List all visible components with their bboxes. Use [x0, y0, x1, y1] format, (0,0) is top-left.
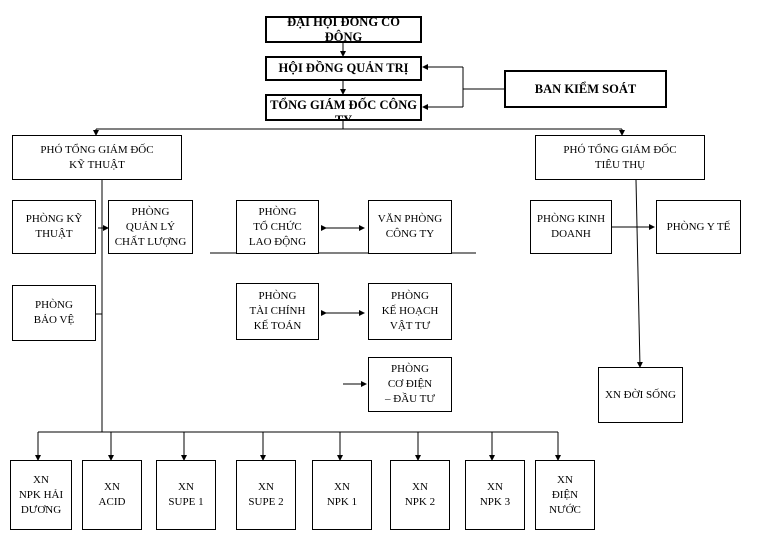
dai-hoi-dong-co-dong-box: ĐẠI HỘI ĐỒNG CỔ ĐÔNG: [265, 16, 422, 43]
phong-ky-thuat-box: PHÒNG KỸ THUẬT: [12, 200, 96, 254]
xn-npk-hai-duong-box: XN NPK HẢI DƯƠNG: [10, 460, 72, 530]
xn-npk-3-box: XN NPK 3: [465, 460, 525, 530]
phong-ke-hoach-vat-tu-box: PHÒNG KẾ HOẠCH VẬT TƯ: [368, 283, 452, 340]
hoi-dong-quan-tri-box: HỘI ĐỒNG QUẢN TRỊ: [265, 56, 422, 81]
xn-doi-song-box: XN ĐỜI SỐNG: [598, 367, 683, 423]
xn-supe-1-box: XN SUPE 1: [156, 460, 216, 530]
xn-acid-box: XN ACID: [82, 460, 142, 530]
ban-kiem-soat-box: BAN KIỂM SOÁT: [504, 70, 667, 108]
xn-supe-2-box: XN SUPE 2: [236, 460, 296, 530]
xn-npk-1-box: XN NPK 1: [312, 460, 372, 530]
phong-y-te-box: PHÒNG Y TẾ: [656, 200, 741, 254]
phong-tai-chinh-ke-toan-box: PHÒNG TÀI CHÍNH KẾ TOÁN: [236, 283, 319, 340]
phong-co-dien-dau-tu-box: PHÒNG CƠ ĐIỆN – ĐẦU TƯ: [368, 357, 452, 412]
van-phong-cong-ty-box: VĂN PHÒNG CÔNG TY: [368, 200, 452, 254]
xn-dien-nuoc-box: XN ĐIỆN NƯỚC: [535, 460, 595, 530]
phong-bao-ve-box: PHÒNG BẢO VỆ: [12, 285, 96, 341]
tong-giam-doc-box: TỔNG GIÁM ĐỐC CÔNG TY: [265, 94, 422, 121]
phong-kinh-doanh-box: PHÒNG KINH DOANH: [530, 200, 612, 254]
xn-npk-2-box: XN NPK 2: [390, 460, 450, 530]
phong-quan-ly-chat-luong-box: PHÒNG QUẢN LÝ CHẤT LƯỢNG: [108, 200, 193, 254]
pho-tgd-ky-thuat-box: PHÓ TỔNG GIÁM ĐỐC KỸ THUẬT: [12, 135, 182, 180]
phong-to-chuc-lao-dong-box: PHÒNG TỔ CHỨC LAO ĐỘNG: [236, 200, 319, 254]
pho-tgd-tieu-thu-box: PHÓ TỔNG GIÁM ĐỐC TIÊU THỤ: [535, 135, 705, 180]
